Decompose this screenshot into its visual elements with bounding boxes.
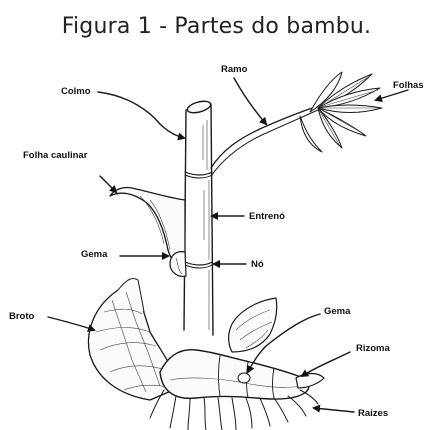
label-raizes: Raizes (358, 408, 388, 419)
label-entreno: Entrenó (249, 211, 285, 222)
branch-with-leaves (211, 72, 382, 176)
label-folha-caulinar: Folha caulinar (23, 150, 88, 161)
label-folhas: Folhas (393, 80, 424, 91)
label-gema-lower: Gema (324, 306, 351, 317)
label-colmo: Colmo (61, 86, 91, 97)
label-gema-upper: Gema (81, 249, 108, 260)
culm-stem (184, 99, 213, 335)
upper-bud (170, 252, 186, 277)
rhizome (160, 350, 324, 399)
label-rizoma: Rizoma (356, 343, 391, 354)
label-ramo: Ramo (221, 64, 248, 75)
label-no: Nó (251, 259, 264, 270)
label-broto: Broto (9, 311, 35, 322)
